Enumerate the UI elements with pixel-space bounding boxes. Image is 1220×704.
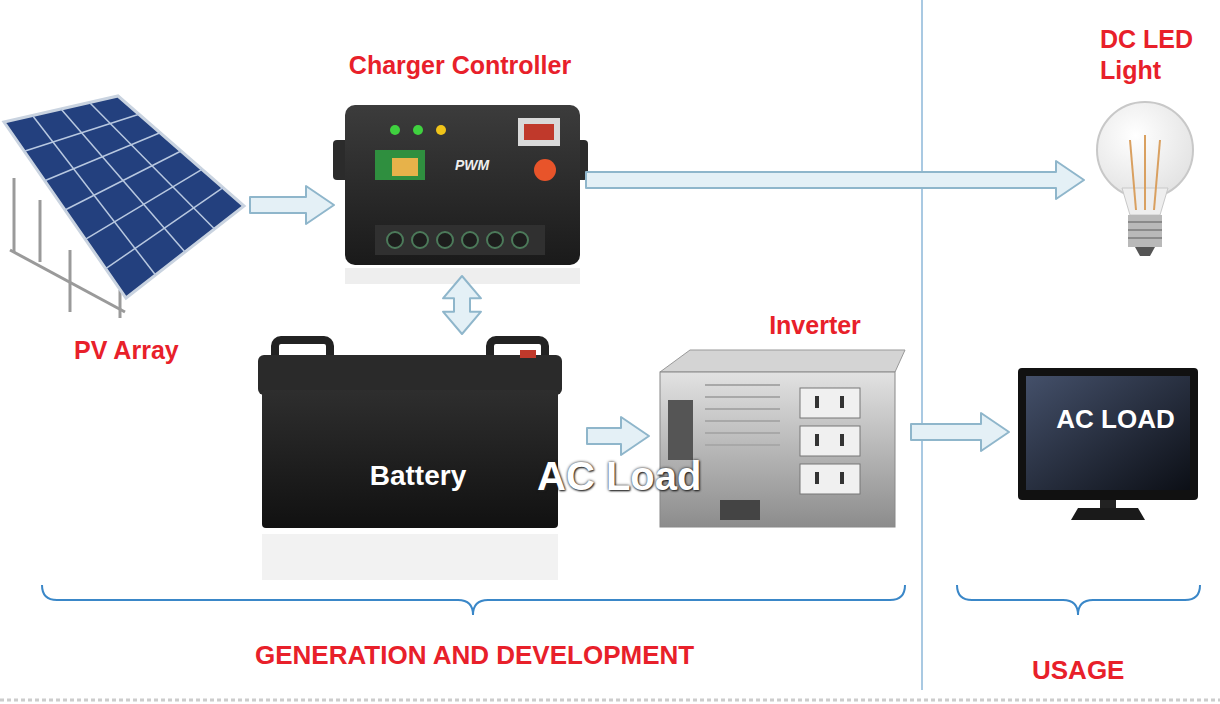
border-line	[0, 699, 1220, 702]
component-label: PV Array	[74, 335, 179, 366]
inverter-picture	[720, 500, 760, 520]
inverter-picture	[668, 400, 693, 460]
component-label: Battery	[255, 458, 581, 493]
tv-picture	[1018, 368, 1198, 520]
component-box: PV Array	[4, 95, 244, 320]
inverter-picture	[705, 444, 780, 446]
charge-controller-picture	[487, 232, 503, 248]
charge-controller-picture	[333, 105, 588, 284]
bulb-picture	[1128, 215, 1162, 247]
inverter-picture	[815, 472, 819, 484]
bulb-picture	[1130, 135, 1160, 210]
component-label: Inverter	[750, 310, 880, 341]
charge-controller-picture	[392, 158, 418, 176]
battery-picture	[520, 350, 536, 358]
panel-frame	[119, 290, 122, 318]
battery-picture	[262, 534, 558, 580]
panel-frame	[13, 178, 16, 252]
flow-arrow	[586, 161, 1084, 199]
charge-controller-picture	[518, 118, 560, 146]
bulb-picture	[1130, 140, 1136, 210]
bulb-picture	[1135, 247, 1155, 256]
charge-controller-picture	[345, 105, 580, 265]
section-label: USAGE	[1032, 655, 1124, 686]
inverter-picture	[705, 384, 780, 386]
overlay-label: PWM	[455, 157, 489, 173]
battery-picture	[258, 355, 562, 395]
component-label: Charger Controller	[320, 50, 600, 81]
inverter-picture	[705, 396, 780, 398]
charge-controller-picture	[462, 232, 478, 248]
charge-controller-picture	[413, 125, 423, 135]
inverter-picture	[815, 396, 819, 408]
charge-controller-picture	[534, 159, 556, 181]
bulb-picture	[1128, 237, 1162, 239]
component-box: DC LED Light	[1090, 100, 1200, 265]
inverter-picture	[800, 464, 860, 494]
inverter-picture	[660, 350, 905, 527]
bulb-picture	[1128, 222, 1162, 238]
panel-grid	[90, 103, 215, 230]
pv-array-picture	[4, 96, 244, 318]
charge-controller-picture	[375, 150, 425, 180]
charge-controller-picture	[436, 125, 446, 135]
battery-picture	[262, 390, 558, 528]
charge-controller-picture	[412, 232, 428, 248]
tv-picture	[1071, 508, 1145, 520]
charge-controller-picture	[387, 232, 403, 248]
charge-controller-picture	[437, 232, 453, 248]
component-box: Inverter	[655, 350, 905, 530]
inverter-picture	[840, 434, 844, 446]
inverter-picture	[705, 408, 780, 410]
component-box: AC LOAD	[1015, 365, 1216, 520]
component-box: Charger Controller	[340, 100, 580, 270]
component-label: AC LOAD	[1015, 403, 1216, 436]
inverter-picture	[660, 372, 895, 527]
charge-controller-picture	[375, 225, 545, 255]
inverter-picture	[660, 350, 905, 372]
component-label: DC LED Light	[1100, 24, 1212, 87]
overlay-label: AC Load	[537, 454, 701, 499]
inverter-picture	[705, 385, 780, 445]
flow-arrow	[250, 186, 334, 224]
brace	[957, 585, 1200, 615]
charge-controller-picture	[524, 124, 554, 140]
inverter-picture	[840, 472, 844, 484]
bulb-picture	[1144, 135, 1146, 210]
charge-controller-picture	[390, 125, 400, 135]
solar-panel	[4, 96, 244, 298]
tv-picture	[1100, 500, 1116, 508]
flow-arrow	[587, 417, 649, 455]
inverter-picture	[705, 432, 780, 434]
bulb-picture	[1097, 102, 1193, 256]
section-label: GENERATION AND DEVELOPMENT	[255, 640, 694, 671]
inverter-picture	[705, 420, 780, 422]
inverter-picture	[840, 396, 844, 408]
panel-frame	[39, 200, 42, 262]
charge-controller-picture	[512, 232, 528, 248]
bulb-picture	[1154, 140, 1160, 210]
bulb-picture	[1128, 221, 1162, 223]
component-box: Battery	[255, 340, 581, 530]
inverter-picture	[800, 388, 860, 418]
panel-grid	[24, 103, 223, 276]
brace	[42, 585, 905, 615]
divider-line	[921, 0, 923, 690]
inverter-picture	[815, 434, 819, 446]
panel-grid	[33, 116, 156, 276]
inverter-picture	[800, 426, 860, 456]
flow-arrow	[443, 276, 481, 334]
bulb-picture	[1128, 229, 1162, 231]
flow-arrow	[911, 413, 1009, 451]
